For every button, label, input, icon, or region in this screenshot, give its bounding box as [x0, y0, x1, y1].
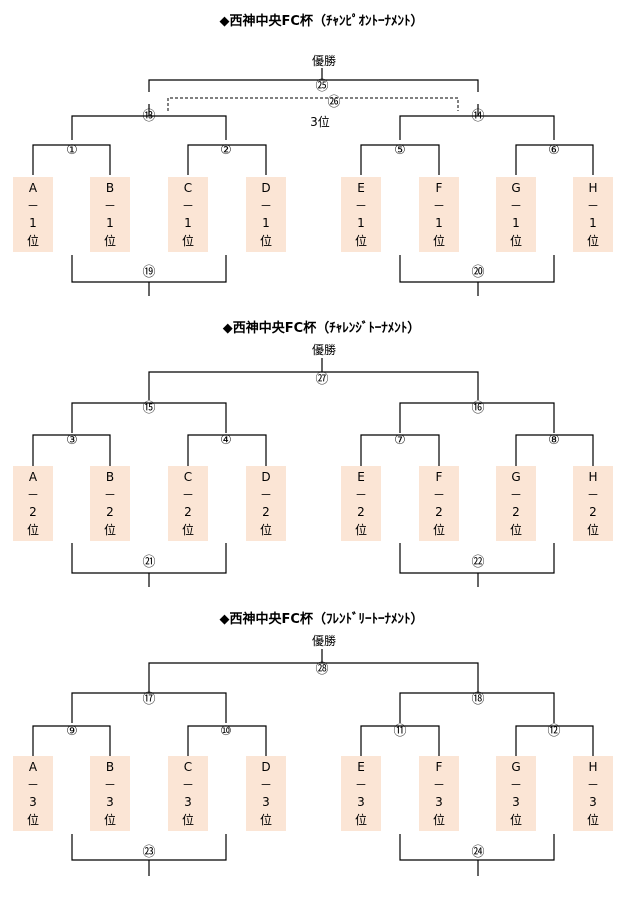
- match-number: ㉔: [471, 845, 485, 860]
- match-number: ㉖: [327, 95, 341, 110]
- match-number: ㉑: [142, 555, 156, 570]
- match-number: ⑳: [471, 265, 485, 280]
- match-number: ⑯: [471, 401, 485, 416]
- match-number: ㉕: [315, 79, 329, 94]
- winner-label: 優勝: [311, 343, 336, 357]
- bracket-lines: [32, 68, 594, 296]
- match-number: ⑪: [393, 724, 407, 739]
- match-number: ⑥: [548, 143, 560, 158]
- bracket-lines: [32, 358, 594, 587]
- bracket-lines: [32, 649, 594, 876]
- match-number: ㉒: [471, 555, 485, 570]
- third-place-label: 3位: [310, 115, 330, 129]
- match-number: ㉗: [315, 372, 329, 387]
- match-number: ⑨: [66, 724, 78, 739]
- match-number: ⑬: [142, 109, 156, 124]
- friendly-bracket: ◆西神中央FC杯（ﾌﾚﾝﾄﾞﾘｰﾄｰﾅﾒﾝﾄ） 優勝 ㉘ ⑰ ⑱ ⑨ ⑩ ⑪ ⑫…: [0, 598, 643, 888]
- match-number: ㉘: [315, 662, 329, 677]
- match-number: ⑭: [471, 109, 485, 124]
- match-number: ④: [220, 433, 232, 448]
- match-number: ②: [220, 143, 232, 158]
- winner-label: 優勝: [311, 634, 336, 648]
- match-number: ⑦: [394, 433, 406, 448]
- challenge-bracket: ◆西神中央FC杯（ﾁｬﾚﾝｼﾞﾄｰﾅﾒﾝﾄ） 優勝 ㉗ ⑮ ⑯ ③ ④ ⑦ ⑧ …: [0, 305, 643, 595]
- match-number: ⑫: [547, 724, 561, 739]
- match-number: ⑰: [142, 692, 156, 707]
- match-number: ③: [66, 433, 78, 448]
- match-number: ㉓: [142, 845, 156, 860]
- match-number: ①: [66, 143, 78, 158]
- match-number: ⑱: [471, 692, 485, 707]
- winner-label: 優勝: [311, 54, 336, 68]
- bracket-title: ◆西神中央FC杯（ﾁｬﾚﾝｼﾞﾄｰﾅﾒﾝﾄ）: [222, 321, 421, 336]
- match-number: ⑮: [142, 401, 156, 416]
- bracket-title: ◆西神中央FC杯（ﾁｬﾝﾋﾟｵﾝﾄｰﾅﾒﾝﾄ）: [219, 14, 424, 29]
- champion-bracket: ◆西神中央FC杯（ﾁｬﾝﾋﾟｵﾝﾄｰﾅﾒﾝﾄ） 優勝 3位 ㉕ ㉖ ⑬ ⑭ ① …: [0, 0, 643, 296]
- match-number: ⑲: [142, 265, 156, 280]
- match-number: ⑧: [548, 433, 560, 448]
- bracket-title: ◆西神中央FC杯（ﾌﾚﾝﾄﾞﾘｰﾄｰﾅﾒﾝﾄ）: [219, 612, 424, 627]
- match-number: ⑤: [394, 143, 406, 158]
- match-number: ⑩: [220, 724, 232, 739]
